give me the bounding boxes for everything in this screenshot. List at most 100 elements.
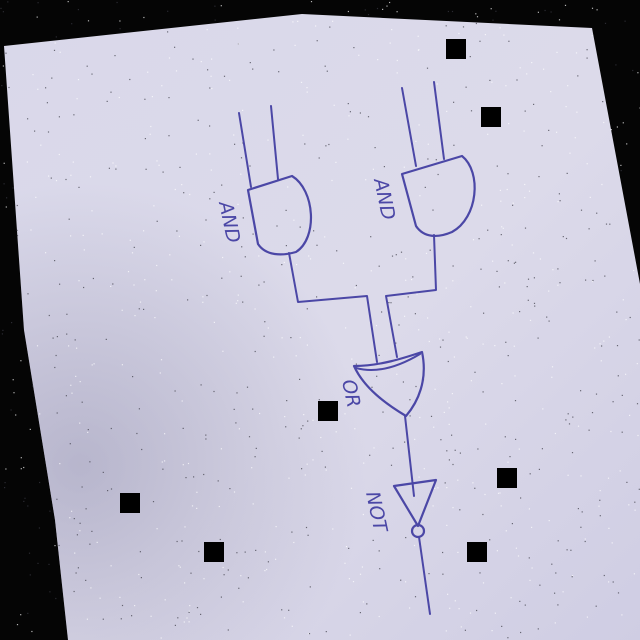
occlusion-squares [120, 39, 517, 562]
occlusion-square [497, 468, 517, 488]
noise-speck [59, 51, 61, 53]
noise-speck [443, 411, 445, 413]
noise-speck [328, 143, 330, 146]
noise-speck [395, 342, 397, 344]
noise-speck [608, 581, 610, 583]
noise-speck [562, 591, 564, 593]
noise-speck [427, 143, 429, 145]
noise-speck [629, 414, 631, 416]
noise-speck [213, 191, 215, 193]
noise-speck [77, 9, 79, 11]
noise-speck [6, 197, 8, 199]
noise-speck [344, 562, 346, 564]
noise-speck [294, 44, 296, 46]
noise-speck [621, 431, 623, 433]
noise-speck [548, 290, 550, 292]
noise-speck [187, 299, 189, 301]
noise-speck [576, 111, 578, 113]
noise-speck [171, 279, 173, 281]
noise-speck [227, 629, 229, 631]
noise-speck [565, 237, 568, 240]
noise-speck [345, 546, 348, 548]
noise-speck [419, 195, 421, 197]
noise-speck [207, 69, 209, 71]
noise-speck [139, 301, 142, 303]
noise-speck [168, 57, 171, 59]
noise-speck [192, 58, 194, 60]
noise-speck [366, 603, 368, 605]
noise-speck [457, 551, 459, 553]
noise-speck [636, 363, 638, 365]
noise-speck [325, 631, 327, 633]
noise-speck [186, 617, 188, 619]
noise-speck [16, 204, 18, 207]
noise-speck [515, 438, 517, 440]
noise-speck [5, 52, 7, 54]
noise-speck [557, 284, 559, 286]
noise-speck [584, 538, 586, 540]
noise-speck [354, 287, 356, 289]
noise-speck [548, 129, 550, 131]
noise-speck [264, 570, 266, 572]
noise-speck [475, 22, 477, 25]
noise-speck [308, 255, 310, 257]
noise-speck [300, 81, 303, 83]
noise-speck [221, 277, 223, 279]
noise-speck [273, 49, 275, 51]
noise-speck [624, 20, 626, 22]
noise-speck [304, 143, 306, 145]
noise-speck [531, 526, 533, 528]
noise-speck [190, 572, 192, 574]
noise-speck [376, 375, 378, 377]
noise-speck [222, 566, 224, 569]
noise-speck [451, 10, 454, 13]
noise-speck [238, 43, 240, 45]
noise-speck [34, 130, 36, 132]
noise-speck [138, 408, 140, 410]
noise-speck [517, 555, 520, 557]
noise-speck [326, 70, 328, 72]
noise-speck [40, 144, 42, 146]
noise-speck [32, 385, 34, 387]
noise-speck [557, 201, 559, 203]
noise-speck [524, 183, 526, 186]
noise-speck [529, 319, 532, 321]
noise-speck [470, 110, 473, 112]
noise-speck [474, 487, 476, 489]
noise-speck [460, 626, 462, 628]
noise-speck [37, 2, 39, 4]
noise-speck [242, 301, 244, 303]
noise-speck [381, 311, 383, 313]
noise-speck [70, 174, 72, 176]
noise-speck [511, 244, 513, 246]
noise-speck [621, 394, 623, 396]
noise-speck [539, 258, 541, 260]
noise-speck [353, 47, 355, 49]
noise-speck [235, 302, 237, 304]
noise-speck [75, 375, 77, 377]
noise-speck [626, 481, 628, 483]
noise-speck [264, 321, 266, 323]
noise-speck [252, 408, 254, 410]
paper-shadow [4, 14, 640, 640]
noise-speck [508, 123, 510, 125]
noise-speck [559, 200, 561, 202]
noise-speck [240, 575, 242, 577]
noise-speck [76, 98, 78, 100]
noise-speck [205, 438, 207, 440]
noise-speck [54, 366, 56, 369]
noise-speck [161, 85, 163, 87]
noise-speck [264, 551, 266, 553]
noise-speck [524, 227, 527, 229]
noise-speck [427, 317, 429, 319]
noise-speck [595, 605, 597, 607]
noise-speck [513, 262, 515, 264]
noise-speck [580, 390, 582, 392]
noise-speck [179, 166, 181, 168]
noise-speck [365, 179, 367, 181]
noise-speck [452, 265, 454, 267]
occlusion-square [120, 493, 140, 513]
noise-speck [267, 327, 269, 329]
noise-speck [263, 335, 265, 337]
noise-speck [176, 540, 178, 543]
